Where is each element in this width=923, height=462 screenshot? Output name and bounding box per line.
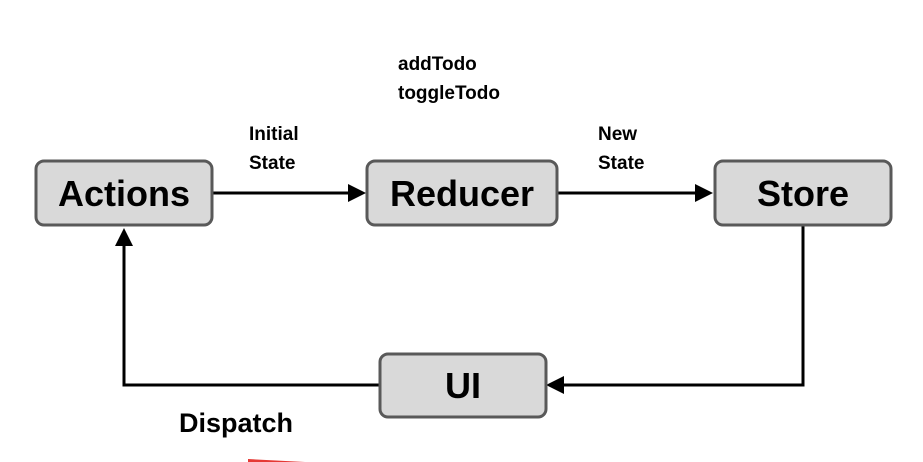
arrowhead-actions — [115, 228, 133, 246]
arrowhead-reducer — [348, 184, 366, 202]
node-ui: UI — [378, 352, 548, 419]
node-reducer: Reducer — [365, 159, 559, 227]
node-store: Store — [713, 159, 893, 227]
arrowhead-ui — [546, 376, 564, 394]
edge-store-to-ui — [562, 226, 805, 387]
red-partial-mark — [248, 459, 305, 462]
node-actions: Actions — [34, 159, 214, 227]
new-state-label-line2: State — [598, 153, 644, 174]
node-actions-label: Actions — [58, 173, 190, 214]
node-ui-label: UI — [445, 365, 481, 406]
initial-state-label-line2: State — [249, 153, 295, 174]
initial-state-label-line1: Initial — [249, 124, 299, 145]
action-name-addtodo: addTodo — [398, 54, 477, 75]
new-state-label-line1: New — [598, 124, 637, 145]
action-name-toggletodo: toggleTodo — [398, 83, 500, 104]
node-store-label: Store — [757, 173, 849, 214]
dispatch-label: Dispatch — [179, 408, 293, 438]
arrowhead-store — [695, 184, 713, 202]
node-reducer-label: Reducer — [390, 173, 534, 214]
edge-ui-to-actions — [122, 244, 380, 387]
